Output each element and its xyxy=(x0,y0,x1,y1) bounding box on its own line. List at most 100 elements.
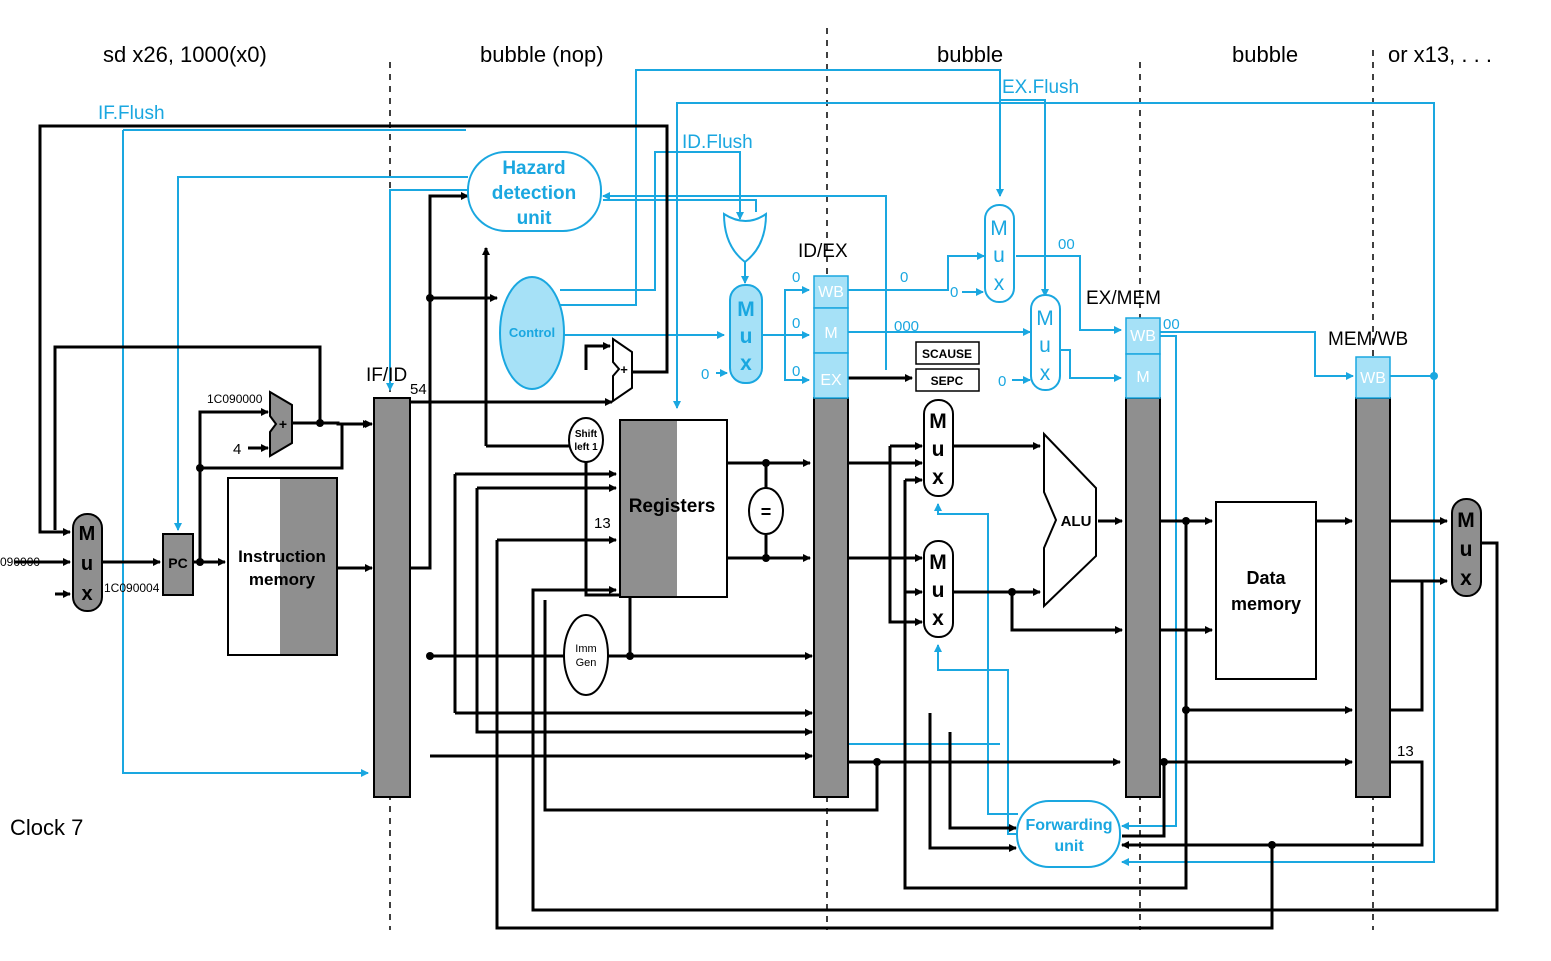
ex-mux1-letter-m: M xyxy=(990,217,1008,240)
junction-dot xyxy=(1430,372,1438,380)
stage-id-label: bubble (nop) xyxy=(480,42,604,67)
hazard-label-3: unit xyxy=(517,208,552,229)
scause-label: SCAUSE xyxy=(922,347,972,361)
writeback-mux xyxy=(1451,498,1482,597)
shift-label-2: left 1 xyxy=(574,442,598,453)
data-memory-label-1: Data xyxy=(1246,568,1286,588)
zero-ex-mux2: 0 xyxy=(998,373,1006,390)
sepc-register xyxy=(915,368,980,392)
forwarding-label-2: unit xyxy=(1054,838,1084,855)
pc-plus4-value: 1C090004 xyxy=(104,581,160,595)
ex-mux1-letter-x: x xyxy=(994,272,1005,295)
id-ex-ex-label: EX xyxy=(820,372,842,389)
stage-wb-label: or x13, . . . xyxy=(1388,42,1492,67)
datapath-wires xyxy=(15,124,1499,930)
double-zero-ex-label: 00 xyxy=(1058,236,1075,253)
ex-flush-label: EX.Flush xyxy=(1002,77,1079,98)
ex-mem-register xyxy=(1125,397,1161,798)
stage-if-label: sd x26, 1000(x0) xyxy=(103,42,267,67)
data-memory xyxy=(1215,501,1317,680)
four-label: 4 xyxy=(233,441,241,458)
alu-mux-b-letter-u: u xyxy=(932,579,945,602)
scause-register xyxy=(915,341,980,365)
imm-gen-label-1: Imm xyxy=(575,643,596,655)
forwarding-label-1: Forwarding xyxy=(1025,817,1112,834)
wb-mux-letter-m: M xyxy=(1457,509,1475,532)
alu-mux-b-letter-x: x xyxy=(932,607,944,630)
pc-left-value: 090000 xyxy=(0,555,40,569)
id-ex-ex-field xyxy=(813,352,849,399)
ex-mem-m-label: M xyxy=(1136,369,1149,386)
ifid-54-label: 54 xyxy=(410,381,427,398)
pc-adder xyxy=(269,390,293,458)
ex-mem-wb-label: WB xyxy=(1130,328,1156,345)
stage-ex-label: bubble xyxy=(937,42,1003,67)
ex-mux1-letter-u: u xyxy=(993,244,1005,267)
zero-ex-mux1-bottom: 0 xyxy=(950,284,958,301)
alu xyxy=(1043,431,1097,609)
pc-mux-letter-x: x xyxy=(81,583,92,605)
branch-adder xyxy=(612,337,633,403)
mem-wb-wb-field xyxy=(1355,356,1391,399)
instruction-memory-shade xyxy=(280,479,336,654)
ex-mem-m-field xyxy=(1125,353,1161,399)
pc-mux xyxy=(72,513,103,612)
clock-label: Clock 7 xyxy=(10,815,83,840)
control-mux xyxy=(729,284,763,384)
pc-mux-letter-m: M xyxy=(79,523,96,545)
zero-m-id-ex: 0 xyxy=(792,315,800,332)
id-ex-m-field xyxy=(813,307,849,354)
control-mux-letter-u: u xyxy=(740,325,753,348)
mem-wb-register xyxy=(1355,397,1391,798)
ex-mux2-letter-x: x xyxy=(1040,362,1051,385)
double-zero-mem-label: 00 xyxy=(1163,316,1180,333)
branch-adder-plus: + xyxy=(620,362,628,377)
alu-mux-a xyxy=(923,399,954,497)
alu-mux-a-letter-m: M xyxy=(929,410,947,433)
flush-or-gate xyxy=(722,212,768,264)
id-ex-wb-field xyxy=(813,275,849,309)
wb-mux-letter-u: u xyxy=(1460,538,1473,561)
zero-control-mux: 0 xyxy=(701,366,709,383)
shift-label-1: Shift xyxy=(575,429,598,440)
alu-mux-a-letter-u: u xyxy=(932,438,945,461)
imm-gen-label-2: Gen xyxy=(576,657,597,669)
stage-mem-label: bubble xyxy=(1232,42,1298,67)
zero-ex-id-ex: 0 xyxy=(792,363,800,380)
reg-13-label: 13 xyxy=(594,515,611,532)
control-mux-letter-x: x xyxy=(740,352,752,375)
hazard-detection-unit xyxy=(467,151,602,232)
ex-flush-mux-wb xyxy=(984,204,1015,303)
control-label: Control xyxy=(509,325,555,340)
register-file-shade xyxy=(621,421,677,596)
pc-adder-plus: + xyxy=(279,416,287,432)
hazard-label-1: Hazard xyxy=(502,158,565,179)
control-wires xyxy=(122,69,1435,866)
alu-mux-b-letter-m: M xyxy=(929,551,947,574)
control-unit xyxy=(499,276,565,390)
id-ex-wb-label: WB xyxy=(818,284,844,301)
ex-flush-mux-m xyxy=(1030,294,1061,391)
instruction-memory-label-2: memory xyxy=(249,570,316,589)
pc-mux-letter-u: u xyxy=(81,553,93,575)
shift-left-unit xyxy=(568,417,604,463)
equality-symbol: = xyxy=(761,502,772,522)
zero-ex-mux1-top: 0 xyxy=(900,269,908,286)
triple-zero-label: 000 xyxy=(894,318,919,335)
zero-wb-id-ex: 0 xyxy=(792,269,800,286)
control-mux-letter-m: M xyxy=(737,298,755,321)
equality-comparator xyxy=(748,487,784,535)
hazard-label-2: detection xyxy=(492,183,576,204)
if-id-register xyxy=(373,397,411,798)
alu-mux-b xyxy=(923,540,954,638)
alu-label: ALU xyxy=(1061,513,1092,530)
junctions xyxy=(196,294,1276,849)
mem-wb-wb-label: WB xyxy=(1360,370,1386,387)
mem-wb-label: MEM/WB xyxy=(1328,329,1408,350)
alu-mux-a-letter-x: x xyxy=(932,466,944,489)
registers-label: Registers xyxy=(629,496,716,517)
sepc-label: SEPC xyxy=(931,374,964,388)
pc-label: PC xyxy=(168,555,187,571)
